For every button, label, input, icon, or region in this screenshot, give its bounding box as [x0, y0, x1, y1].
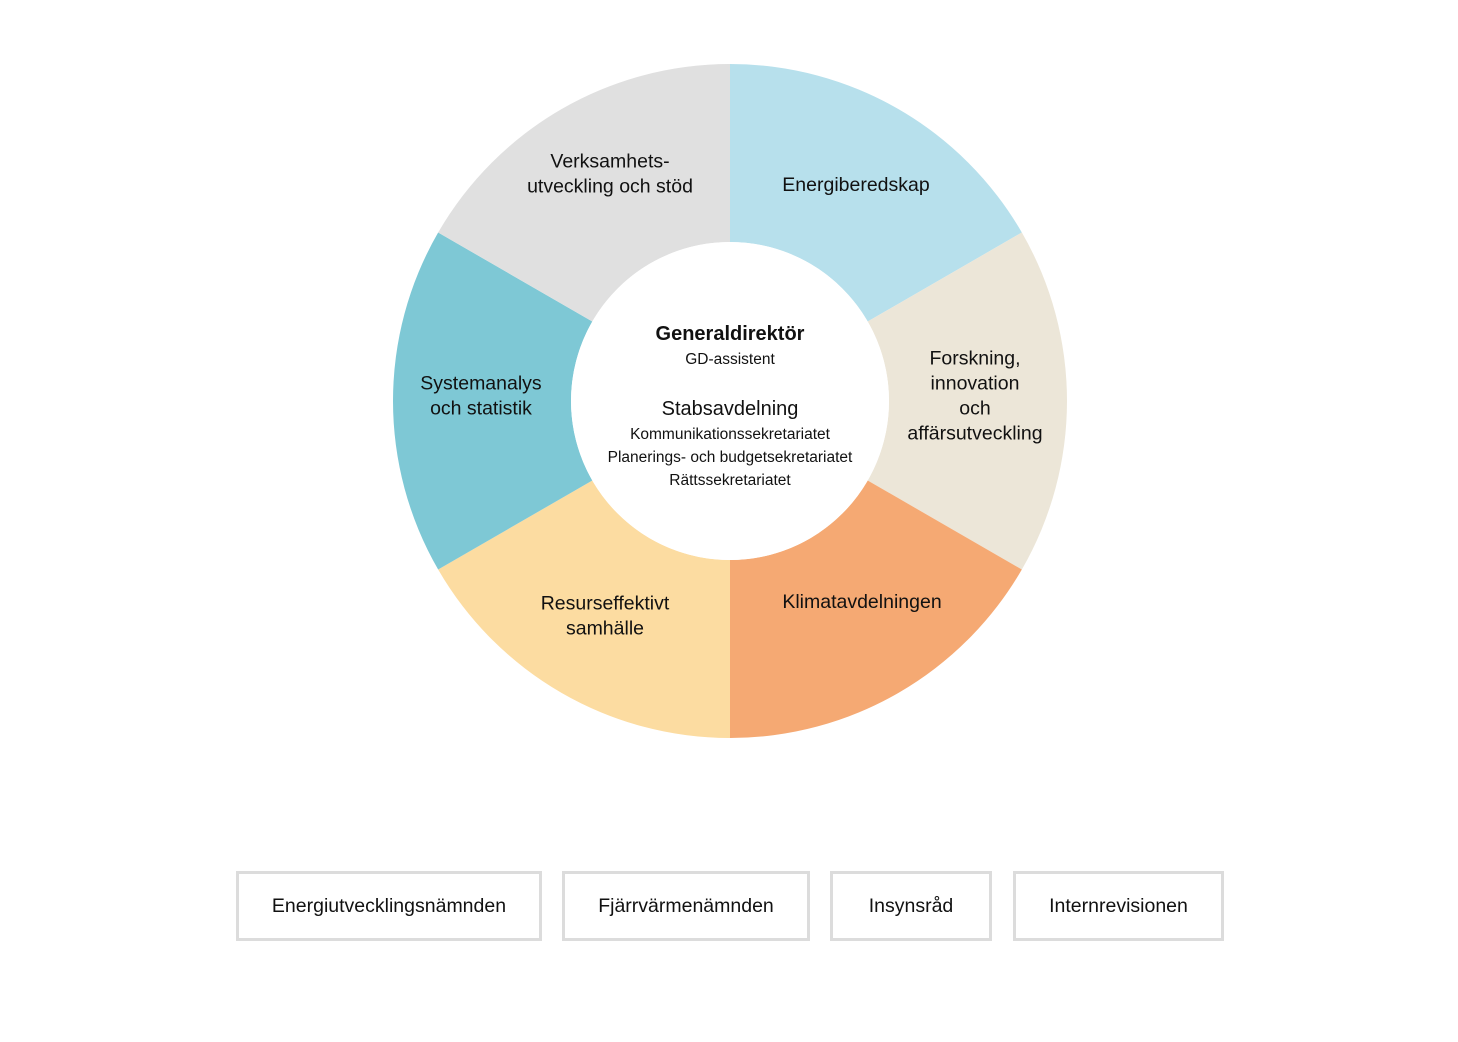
board-label: Insynsråd — [868, 894, 954, 917]
hub-staff-unit-2: Planerings- och budgetsekretariatet — [608, 449, 853, 466]
hub-staff-unit-3: Rättssekretariatet — [669, 472, 791, 489]
segment-klimat — [730, 480, 1022, 738]
segment-verksamhetsutveckling — [438, 64, 730, 322]
board-box-insynsrad: Insynsråd — [830, 871, 992, 941]
hub-subtitle-gd-assistent: GD-assistent — [685, 351, 775, 368]
board-label: Internrevisionen — [1049, 894, 1188, 917]
segment-label-energiberedskap-1: Energiberedskap — [782, 174, 930, 196]
board-label: Energiutvecklingsnämnden — [271, 894, 507, 917]
segment-label-klimat-1: Klimatavdelningen — [782, 591, 941, 613]
segment-energiberedskap — [730, 64, 1022, 322]
board-box-internrevisionen: Internrevisionen — [1013, 871, 1224, 941]
segment-label-resurseffektivt-1: Resurseffektivt — [541, 593, 670, 615]
segment-label-forskning-4: affärsutveckling — [907, 423, 1042, 445]
board-label: Fjärrvärmenämnden — [598, 894, 774, 917]
center-hub — [571, 242, 889, 560]
hub-staff-unit-1: Kommunikationssekretariatet — [630, 426, 831, 443]
segment-label-systemanalys-1: Systemanalys — [420, 373, 542, 395]
segment-resurseffektivt — [438, 480, 730, 738]
segment-label-verksamhetsutveckling-2: utveckling och stöd — [527, 176, 693, 198]
hub-title-generaldirektor: Generaldirektör — [656, 323, 805, 345]
segment-label-resurseffektivt-2: samhälle — [566, 618, 644, 640]
center-hub-text: Generaldirektör GD-assistent Stabsavdeln… — [608, 323, 853, 489]
board-box-fjarrvarmenamnden: Fjärrvärmenämnden — [562, 871, 810, 941]
segment-label-systemanalys-2: och statistik — [430, 398, 532, 420]
segment-label-forskning-1: Forskning, — [929, 348, 1020, 370]
segment-label-forskning-3: och — [959, 398, 990, 420]
segment-systemanalys — [393, 232, 593, 570]
hub-staff-heading: Stabsavdelning — [662, 398, 799, 420]
segment-label-verksamhetsutveckling-1: Verksamhets- — [550, 151, 669, 173]
segment-label-forskning-2: innovation — [931, 373, 1020, 395]
board-box-energiutvecklingsnamnden: Energiutvecklingsnämnden — [236, 871, 542, 941]
segment-forskning — [867, 232, 1067, 570]
